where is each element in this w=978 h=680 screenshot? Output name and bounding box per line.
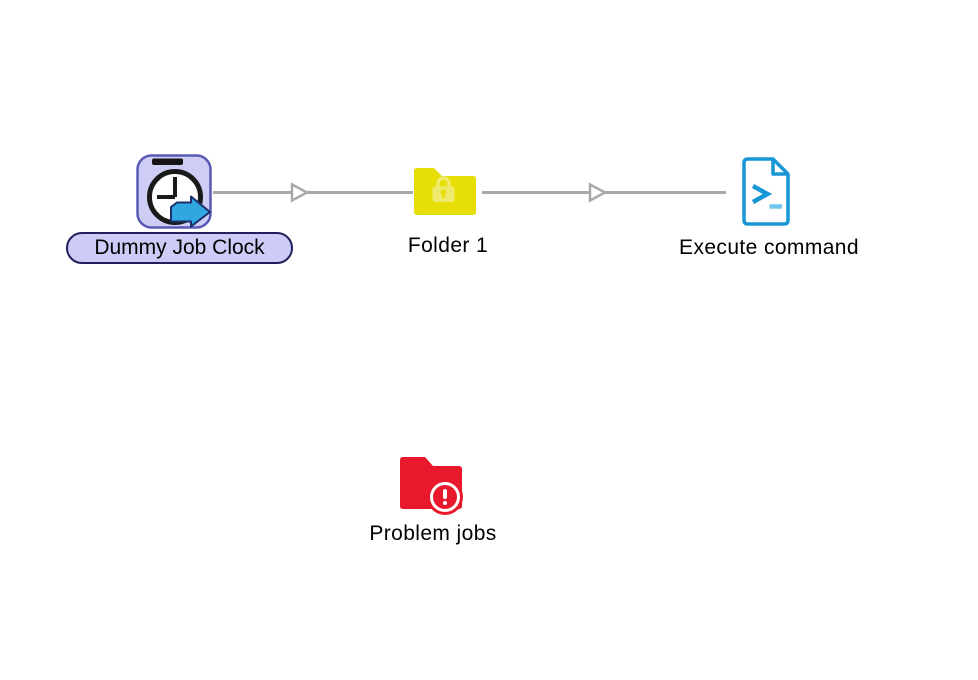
node-dummy-job-clock[interactable]: Dummy Job Clock: [66, 154, 293, 266]
clock-with-arrow-icon: [136, 154, 212, 229]
node-problem-jobs[interactable]: Problem jobs: [333, 456, 533, 551]
connection-clock-to-folder[interactable]: [213, 182, 413, 203]
node-folder-1[interactable]: Folder 1: [348, 167, 548, 262]
node-execute-command[interactable]: Execute command: [669, 157, 869, 262]
terminal-document-icon: [742, 157, 790, 226]
connection-folder-to-command[interactable]: [482, 182, 726, 203]
node-label: Folder 1: [407, 234, 489, 257]
connection-arrowhead-icon: [588, 182, 608, 203]
connection-line: [213, 191, 413, 194]
error-exclamation-icon: [430, 482, 460, 512]
exclamation-bar: [443, 489, 447, 499]
locked-folder-icon: [414, 168, 476, 215]
node-label: Execute command: [679, 236, 859, 259]
exclamation-dot: [443, 501, 447, 505]
node-label: Problem jobs: [369, 522, 497, 545]
connection-arrowhead-icon: [290, 182, 310, 203]
node-label-selected: Dummy Job Clock: [66, 232, 293, 264]
